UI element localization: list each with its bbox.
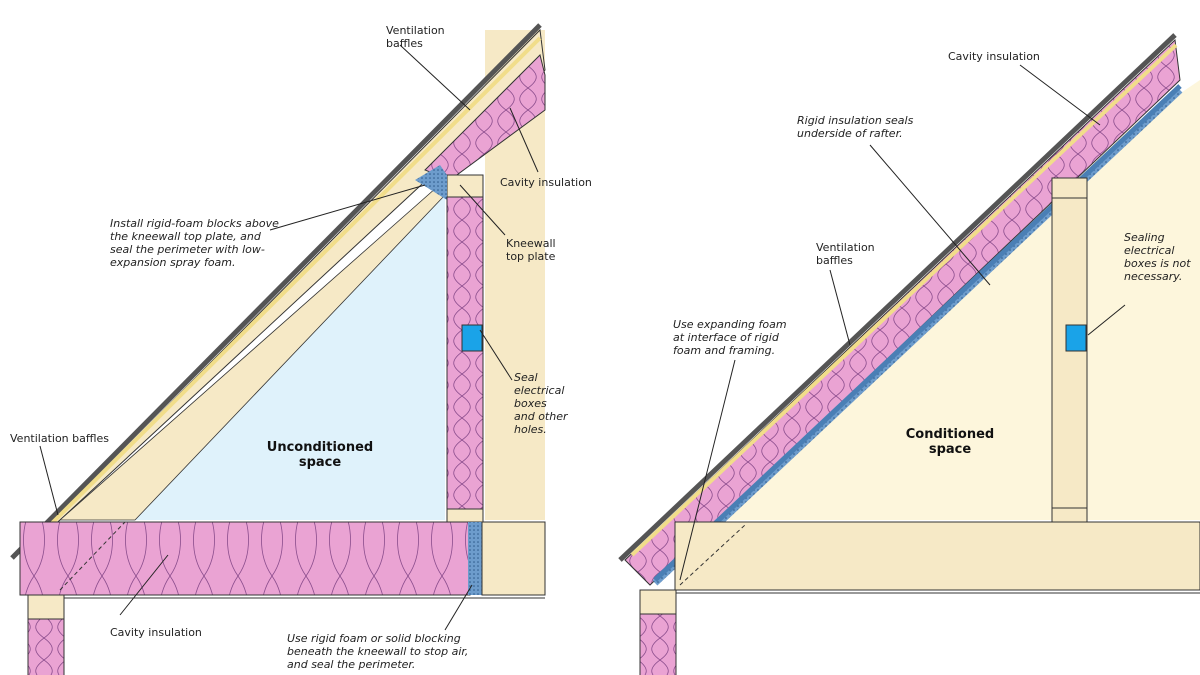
roof-assembly-insulation (624, 38, 1181, 586)
kneewall (1051, 197, 1088, 509)
left-leaders (39, 44, 539, 631)
label-rigid-foam-blocks: Install rigid-foam blocks above the knee… (110, 217, 279, 269)
unconditioned-space-label: Unconditioned space (266, 440, 374, 470)
kneewall-bottom-plate (446, 508, 484, 523)
left-section (10, 23, 546, 675)
roof-sheathing (618, 33, 1177, 562)
wall-insulation (27, 618, 65, 675)
kneewall-insulation (446, 196, 484, 510)
kneewall-bottom-plate (1051, 507, 1088, 523)
kneewall-top-plate (446, 174, 484, 198)
wall-top-plate (639, 589, 677, 615)
label-ventilation-baffles-bottom: Ventilation baffles (10, 432, 109, 445)
roof-sheathing (10, 23, 542, 560)
floor-joist (481, 521, 546, 596)
label-kneewall-top-plate: Kneewall top plate (506, 237, 556, 263)
rigid-insulation-edge (653, 84, 1182, 582)
electrical-box (461, 324, 483, 352)
label-seal-electrical-boxes: Seal electrical boxes and other holes. (514, 371, 568, 436)
rigid-blocking (468, 522, 482, 595)
label-rigid-insulation-seals: Rigid insulation seals underside of raft… (797, 114, 914, 140)
label-sealing-not-necessary: Sealing electrical boxes is not necessar… (1124, 231, 1191, 283)
label-cavity-insulation-bottom: Cavity insulation (110, 626, 202, 639)
rigid-foam-block (415, 165, 447, 200)
right-section (618, 33, 1200, 675)
ventilation-baffle (630, 43, 1178, 557)
kneewall-top-plate (1051, 177, 1088, 199)
baffle-dashed (59, 521, 126, 591)
label-expanding-foam: Use expanding foam at interface of rigid… (673, 318, 787, 357)
conditioned-space-label: Conditioned space (905, 427, 995, 457)
wall-insulation (639, 613, 677, 675)
wall-top-plate (27, 594, 65, 620)
right-leaders (679, 64, 1126, 581)
label-rigid-blocking: Use rigid foam or solid blocking beneath… (287, 632, 469, 671)
label-cavity-insulation-top: Cavity insulation (500, 176, 592, 189)
label-ventilation-baffles-top: Ventilation baffles (386, 24, 445, 50)
floor-joist (674, 521, 1200, 591)
electrical-box (1065, 324, 1087, 352)
label-ventilation-baffles: Ventilation baffles (816, 241, 875, 267)
baffle-dashed (679, 524, 746, 586)
label-cavity-insulation: Cavity insulation (948, 50, 1040, 63)
floor-insulation (19, 521, 471, 596)
ventilation-baffle (28, 36, 542, 547)
